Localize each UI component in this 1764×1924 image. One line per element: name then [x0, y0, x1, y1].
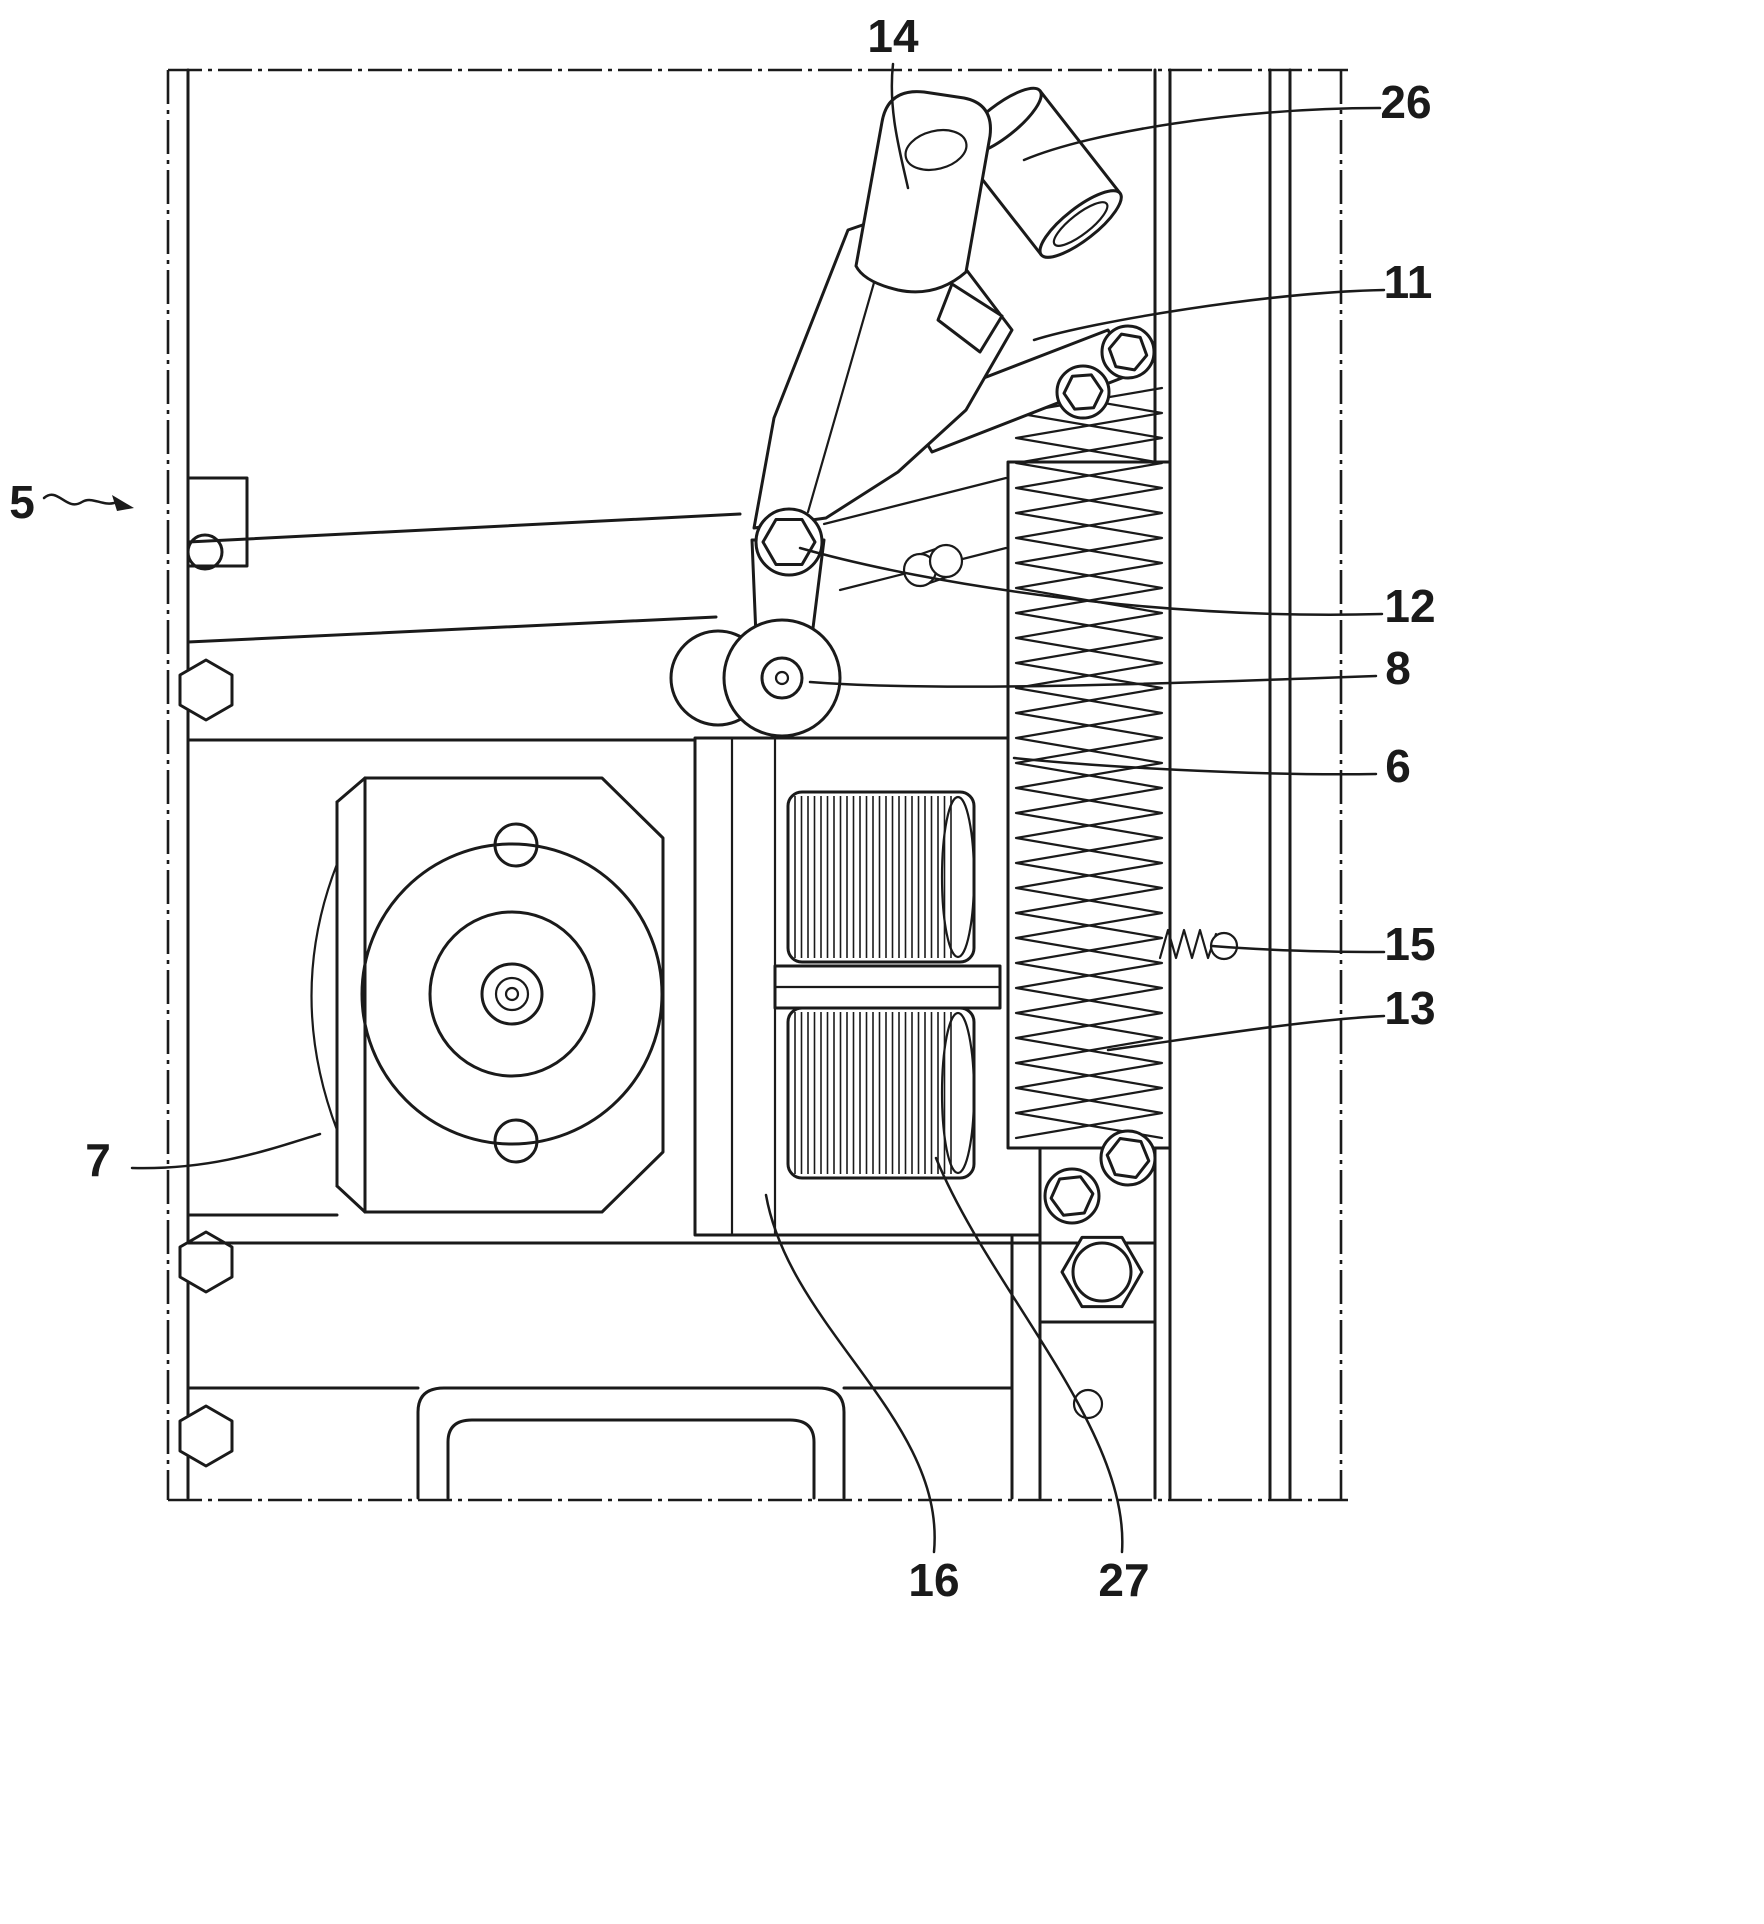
- ref-label-6: 6: [1385, 740, 1411, 792]
- lower-fasteners: [1043, 1129, 1157, 1420]
- coil-top-windings: [794, 796, 952, 958]
- leader-line-5: [42, 493, 116, 506]
- left-bracket: [186, 476, 249, 571]
- leader-lines: [42, 62, 1386, 1554]
- coil-top: [786, 790, 976, 964]
- ref-label-16: 16: [908, 1554, 959, 1606]
- coil-block: [693, 736, 1042, 1237]
- leader-line-15: [1210, 944, 1386, 954]
- detent-spring: [1158, 928, 1239, 961]
- ref-label-26: 26: [1380, 76, 1431, 128]
- leader-line-12: [798, 546, 1384, 616]
- pivot-bolt: [754, 507, 824, 577]
- phantom-border: [166, 68, 1348, 1502]
- compression-spring: [1014, 386, 1164, 1140]
- motor-plate: [310, 776, 665, 1214]
- left-hex-nuts: [178, 658, 234, 1468]
- link-arm: [904, 324, 1156, 454]
- clevis-plate: [854, 90, 992, 294]
- support-beams: [186, 512, 742, 742]
- leader-line-26: [1022, 106, 1382, 162]
- leader-line-27: [934, 1156, 1124, 1554]
- ref-label-8: 8: [1385, 642, 1411, 694]
- coil-bottom-windings: [794, 1012, 952, 1174]
- ref-label-14: 14: [867, 10, 919, 62]
- ref-label-11: 11: [1384, 256, 1433, 308]
- leader-line-11: [1032, 288, 1386, 342]
- reference-labels: 14 26 11 5 12 8 6 15 13 7 16 27: [9, 10, 1435, 1606]
- leader-line-7: [130, 1132, 322, 1170]
- roller: [669, 618, 842, 738]
- ref-label-5: 5: [9, 476, 35, 528]
- leader-line-13: [1106, 1014, 1386, 1052]
- leader-line-8: [808, 674, 1378, 688]
- leader-line-14: [890, 62, 910, 190]
- clevis-ear: [936, 282, 1004, 354]
- base-structure: [186, 1213, 1157, 1500]
- ref-label-7: 7: [85, 1134, 111, 1186]
- base-cutout-inner: [446, 1418, 816, 1500]
- leader-line-16: [764, 1193, 936, 1554]
- coil-bottom: [786, 1006, 976, 1180]
- ref-label-12: 12: [1384, 580, 1435, 632]
- spring-zigzag-a: [1014, 386, 1164, 1140]
- arrow-5: [112, 495, 134, 511]
- base-cutout-outer: [416, 1386, 846, 1500]
- spring-zigzag-b: [1014, 386, 1164, 1140]
- leader-line-6: [1012, 756, 1378, 776]
- ref-label-13: 13: [1384, 982, 1435, 1034]
- lever-arm: [752, 204, 1014, 530]
- guide-pin: [902, 543, 964, 588]
- ref-label-15: 15: [1384, 918, 1435, 970]
- ref-label-27: 27: [1098, 1554, 1149, 1606]
